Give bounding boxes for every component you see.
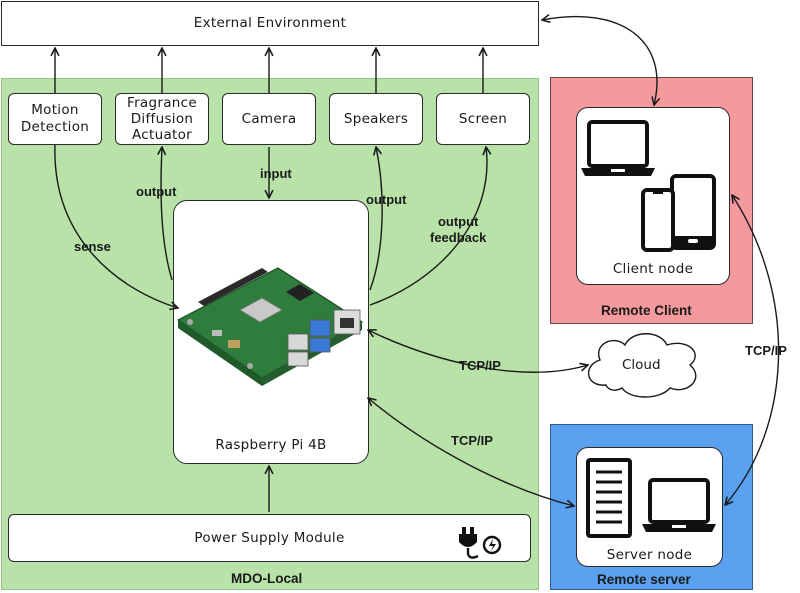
arrow-output-fragrance [161,147,173,281]
remote-server-label: Remote server [597,572,691,587]
edge-label-input-camera: input [260,166,292,181]
tablet-icon [670,174,716,250]
power-supply-label: Power Supply Module [194,529,345,546]
server-laptop-icon [642,478,716,532]
screen-label: Screen [458,110,508,127]
arrow-output-feedback [369,147,487,306]
edge-label-output-speakers: output [366,192,407,207]
arrow-pi-cloud [368,330,588,373]
camera-label: Camera [241,110,297,127]
motion-detection-box: Motion Detection [8,93,102,145]
camera-box: Camera [222,93,316,145]
remote-client-label: Remote Client [601,303,692,318]
arrow-sense [54,144,178,308]
cloud-label: Cloud [622,357,661,373]
motion-detection-label: Motion Detection [20,102,90,135]
external-environment-box: External Environment [1,1,539,46]
edge-label-output-fragrance: output [136,184,177,199]
server-rack-icon [586,458,632,538]
fragrance-actuator-label: Fragrance Diffusion Actuator [127,95,197,143]
screen-box: Screen [436,93,530,145]
speakers-box: Speakers [329,93,423,145]
speakers-label: Speakers [343,110,409,127]
external-environment-label: External Environment [193,15,347,31]
power-supply-box: Power Supply Module [8,514,531,562]
mdo-local-label: MDO-Local [231,571,303,586]
raspberry-pi-board-image [176,267,364,386]
client-node-label: Client node [612,261,694,277]
server-node-label: Server node [606,547,693,563]
plug-icon [459,527,502,559]
arrow-env-client [542,17,657,105]
edge-label-tcp-cloud: TCP/IP [459,358,501,373]
raspberry-pi-label: Raspberry Pi 4B [215,437,327,453]
laptop-icon [581,120,655,176]
phone-icon [641,188,675,252]
arrow-output-speakers [369,147,383,291]
edge-label-sense: sense [74,239,111,254]
edge-label-output-feedback: output feedback [430,214,487,245]
arrow-client-server [725,195,780,505]
cloud-shape [588,333,697,398]
edge-label-tcp-server: TCP/IP [451,433,493,448]
arrow-pi-server [368,398,574,506]
edge-label-tcp-client-server: TCP/IP [745,343,787,358]
fragrance-actuator-box: Fragrance Diffusion Actuator [115,93,209,145]
